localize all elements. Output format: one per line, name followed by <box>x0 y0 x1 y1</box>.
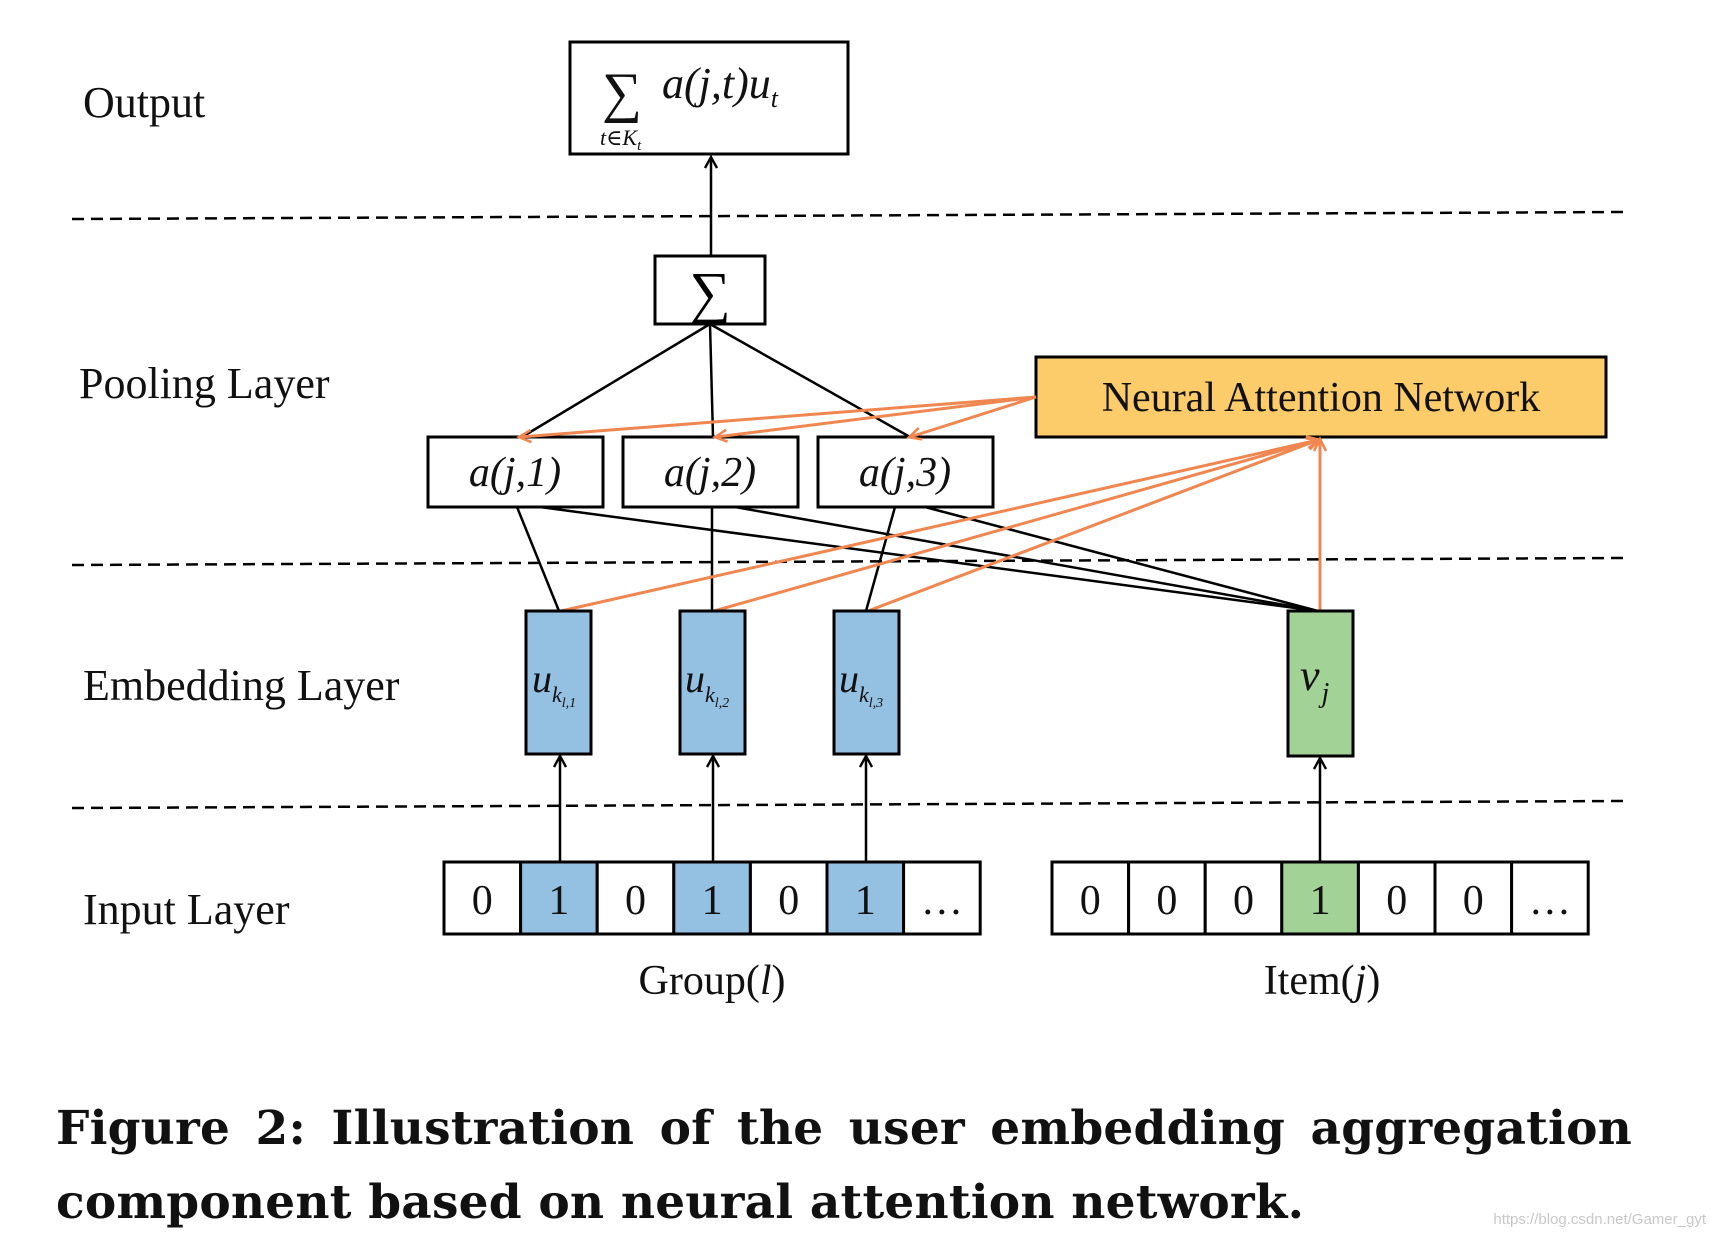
item-vector-cell <box>1433 860 1514 936</box>
output-sum-index: t∈Kt <box>600 125 642 154</box>
edge-weight1-item <box>539 505 1319 613</box>
item-vector-cell-value: 0 <box>1233 878 1254 924</box>
output-node: ∑ t∈Kt a(j,t)ut <box>568 40 850 156</box>
output-layer-label: Output <box>83 78 205 127</box>
figure-caption: Figure 2: Illustration of the user embed… <box>56 1101 1632 1230</box>
item-vector-cell-value: 0 <box>1463 878 1484 924</box>
watermark: https://blog.csdn.net/Gamer_gyt <box>1493 1211 1706 1228</box>
attention-arrow-to-weight1 <box>516 395 1037 444</box>
attention-network-label: Neural Attention Network <box>1102 375 1541 421</box>
group-vector-cell <box>672 860 752 936</box>
separator-output-pooling <box>71 210 1625 221</box>
group-vector-cell <box>902 860 982 936</box>
attention-arrow-to-weight3 <box>906 395 1037 441</box>
attention-arrow-from-emb2 <box>713 435 1322 613</box>
edge-sum-weight1 <box>521 322 711 439</box>
separator-embedding-input <box>71 799 1625 810</box>
edge-weight3-item <box>924 505 1319 613</box>
attention-weight-2: a(j,2) <box>621 435 800 509</box>
attention-weight-3: a(j,3) <box>816 435 995 509</box>
edge-weight2-item <box>734 505 1319 613</box>
attention-weight-label-2: a(j,2) <box>664 450 756 496</box>
group-embedding-label-3: ukl,3 <box>839 656 883 711</box>
item-vector-cell-value: 0 <box>1080 878 1101 924</box>
group-vector-cell-value: 0 <box>625 878 646 924</box>
attention-weight-label-1: a(j,1) <box>469 450 561 496</box>
group-vector-cell <box>825 860 906 936</box>
item-vector-cell <box>1127 860 1207 936</box>
item-vector-cell <box>1356 860 1437 936</box>
group-vector-cell-value: 1 <box>702 878 723 924</box>
group-embedding-1: ukl,1 <box>524 609 593 756</box>
item-vector-cell-value: 1 <box>1310 878 1331 924</box>
group-vector-cell-value: 0 <box>778 878 799 924</box>
output-expression: a(j,t)ut <box>662 59 779 113</box>
sum-node-symbol: ∑ <box>689 260 730 325</box>
item-vector-cell-value: 0 <box>1386 878 1407 924</box>
sum-node: ∑ <box>653 254 767 326</box>
item-vector-cell <box>1510 860 1590 936</box>
group-vector-cell-value: 0 <box>472 878 493 924</box>
item-vector-label: Item(j) <box>1264 958 1381 1004</box>
output-sum-symbol: ∑ <box>602 62 642 124</box>
group-embedding-label-1: ukl,1 <box>532 656 576 711</box>
neural-attention-network: Neural Attention Network <box>1034 355 1608 439</box>
item-embedding-label: vj <box>1300 651 1330 709</box>
attention-arrow-from-emb1 <box>560 435 1322 613</box>
attention-arrow-from-emb3 <box>867 437 1322 613</box>
group-vector-cell-value: 1 <box>855 878 876 924</box>
separator-pooling-embedding <box>71 556 1625 567</box>
architecture-diagram: Output Pooling Layer Embedding Layer Inp… <box>71 40 1625 1004</box>
item-vector-cell-value: 0 <box>1156 878 1177 924</box>
group-embedding-label-2: ukl,2 <box>685 656 729 711</box>
item-input-vector: 0 0 0 1 0 0 … <box>1050 860 1590 936</box>
item-embedding: vj <box>1286 609 1355 758</box>
item-vector-cell-value: … <box>1529 878 1571 924</box>
edge-weight3-emb3 <box>864 506 897 612</box>
group-embedding-2: ukl,2 <box>678 609 747 756</box>
item-vector-cell <box>1203 860 1284 936</box>
attention-edges <box>516 395 1328 613</box>
edge-sum-weight2 <box>708 323 715 438</box>
group-vector-label: Group(l) <box>639 958 786 1004</box>
pooling-layer-label: Pooling Layer <box>79 359 330 408</box>
edge-weight1-emb1 <box>515 506 561 612</box>
embedding-layer-label: Embedding Layer <box>83 661 400 710</box>
attention-weight-label-3: a(j,3) <box>859 450 951 496</box>
input-layer-label: Input Layer <box>83 885 290 934</box>
group-embedding-3: ukl,3 <box>832 609 901 756</box>
group-vector-cell <box>595 860 676 936</box>
group-input-vector: 0 1 0 1 0 1 … <box>442 860 982 936</box>
group-vector-cell-value: 1 <box>548 878 569 924</box>
group-vector-cell-value: … <box>921 878 963 924</box>
attention-arrow-to-weight2 <box>712 395 1037 443</box>
attention-weight-1: a(j,1) <box>426 435 605 509</box>
